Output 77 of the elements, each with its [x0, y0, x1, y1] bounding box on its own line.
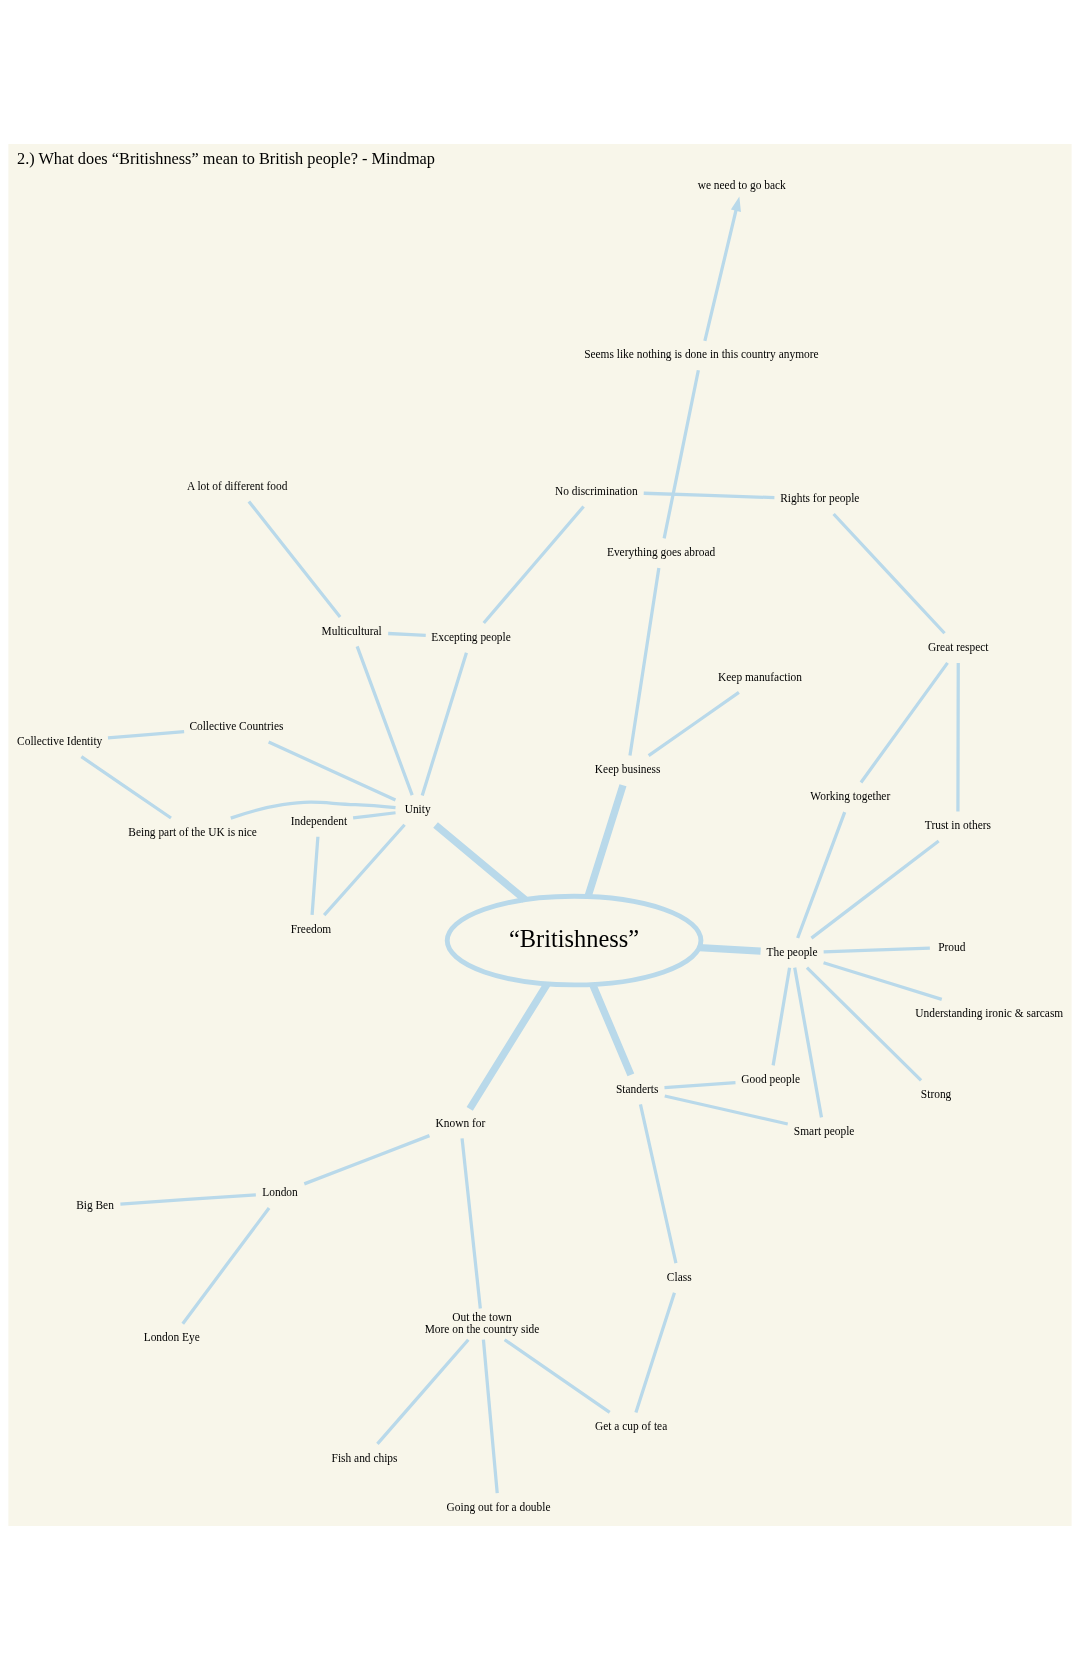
connector [420, 651, 468, 796]
connector [352, 810, 396, 819]
connector [859, 661, 949, 783]
node-text: Great respect [928, 640, 989, 653]
connector [628, 567, 661, 756]
connector [433, 821, 528, 902]
node-text: London Eye [143, 1330, 200, 1343]
node-text: Get a cup of tea [595, 1419, 668, 1432]
node-text: Unity [404, 802, 431, 815]
node-text: Smart people [793, 1124, 855, 1137]
node-text: Freedom [290, 922, 332, 935]
node-text: Collective Countries [189, 719, 284, 732]
arrow [703, 195, 741, 341]
node-text: Excepting people [431, 630, 511, 643]
node-text: Standerts [615, 1082, 659, 1095]
node-ellipse: “Britishness” [444, 893, 704, 987]
connector [832, 512, 946, 634]
diagram-title: 2.) What does “Britishness” mean to British people? - Mindmap [17, 148, 435, 168]
node-text: Rights for people [780, 491, 860, 504]
node-text: Working together [810, 789, 891, 802]
connector [662, 369, 700, 539]
node-text: Keep manufaction [718, 670, 802, 683]
connector [664, 1080, 736, 1089]
connector [956, 662, 960, 812]
node-text: London [262, 1185, 298, 1198]
node-text: Trust in others [924, 818, 991, 831]
node-text: Independent [290, 814, 348, 827]
connector [503, 1337, 611, 1414]
node-text: Good people [741, 1072, 800, 1085]
connector [638, 1103, 678, 1263]
connector [247, 499, 342, 618]
connector [322, 823, 406, 916]
node-text: Going out for a double [446, 1500, 551, 1513]
connector [120, 1192, 256, 1206]
connector [647, 690, 740, 757]
connector [107, 729, 185, 739]
connector [230, 800, 396, 820]
node-text: Strong [920, 1087, 952, 1100]
connector [267, 740, 397, 801]
connector [810, 839, 940, 939]
node-text: Seems like nothing is done in this country anymore [584, 347, 819, 360]
connector [771, 967, 792, 1066]
connector [643, 491, 775, 499]
connector [460, 1137, 482, 1309]
node-text: Fish and chips [331, 1451, 398, 1464]
connector [181, 1206, 271, 1325]
connector [634, 1291, 676, 1413]
connector [303, 1133, 431, 1185]
connector [376, 1338, 470, 1445]
node-text: Collective Identity [17, 734, 103, 747]
node-text: Keep business [594, 762, 661, 775]
connector [482, 504, 585, 624]
node-text: A lot of different food [186, 479, 288, 492]
node-text: Big Ben [76, 1198, 114, 1211]
connector [664, 1093, 789, 1126]
connector [793, 966, 824, 1118]
node-text: Known for [435, 1116, 486, 1129]
connector [805, 965, 923, 1082]
node-text: Being part of the UK is nice [128, 825, 257, 838]
connector [481, 1339, 499, 1493]
connector [823, 960, 943, 1001]
node-text: The people [766, 945, 818, 958]
connector [80, 754, 172, 819]
connector [584, 783, 627, 897]
node-text: Everything goes abroad [606, 545, 716, 558]
node-text: Class [666, 1270, 692, 1283]
node-text: Out the town More on the country side [424, 1310, 540, 1335]
node-text: Proud [938, 939, 966, 952]
node-text: Understanding ironic & sarcasm [915, 1006, 1064, 1019]
connector [796, 811, 847, 939]
connector [310, 836, 320, 915]
connector [388, 631, 426, 637]
connector [823, 946, 930, 953]
node-text: No discrimination [554, 484, 638, 497]
connector [355, 645, 414, 796]
node-text: Multicultural [321, 624, 382, 637]
node-text: we need to go back [697, 178, 786, 191]
